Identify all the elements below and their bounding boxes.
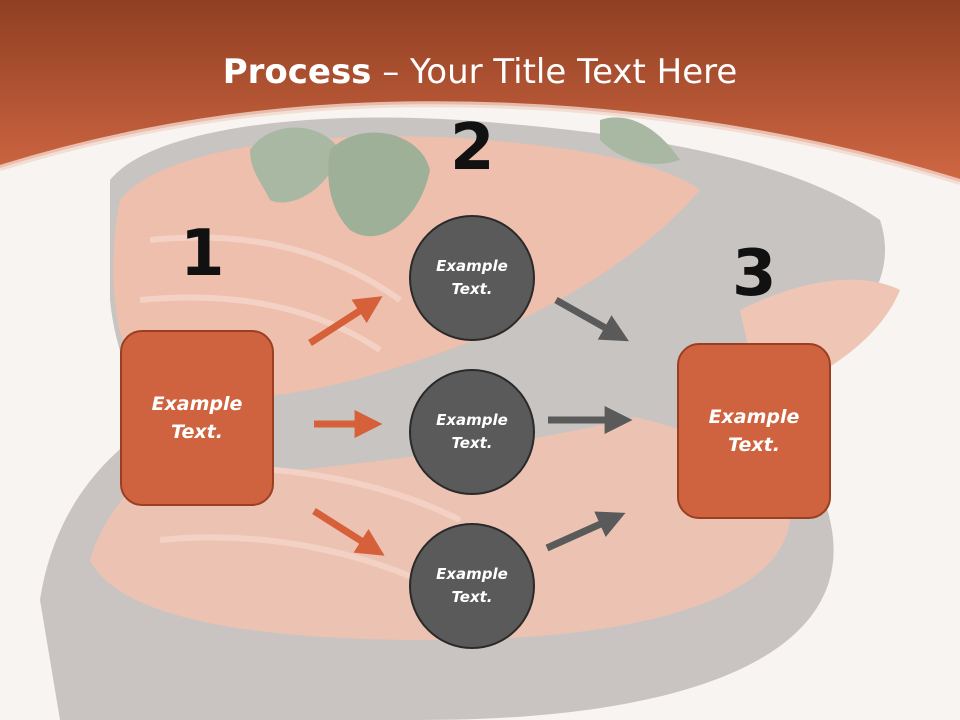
circle-top: Example Text. — [409, 215, 535, 341]
circle-middle: Example Text. — [409, 369, 535, 495]
slide-title: Process – Your Title Text Here — [0, 52, 960, 92]
title-rest: – Your Title Text Here — [371, 52, 738, 92]
header-band — [0, 0, 960, 185]
step-number-2: 2 — [450, 111, 495, 185]
right-box: Example Text. — [677, 343, 831, 519]
step-number-1: 1 — [180, 217, 225, 291]
title-bold: Process — [222, 52, 372, 92]
circle-bottom: Example Text. — [409, 523, 535, 649]
step-number-3: 3 — [732, 237, 777, 311]
left-box: Example Text. — [120, 330, 274, 506]
